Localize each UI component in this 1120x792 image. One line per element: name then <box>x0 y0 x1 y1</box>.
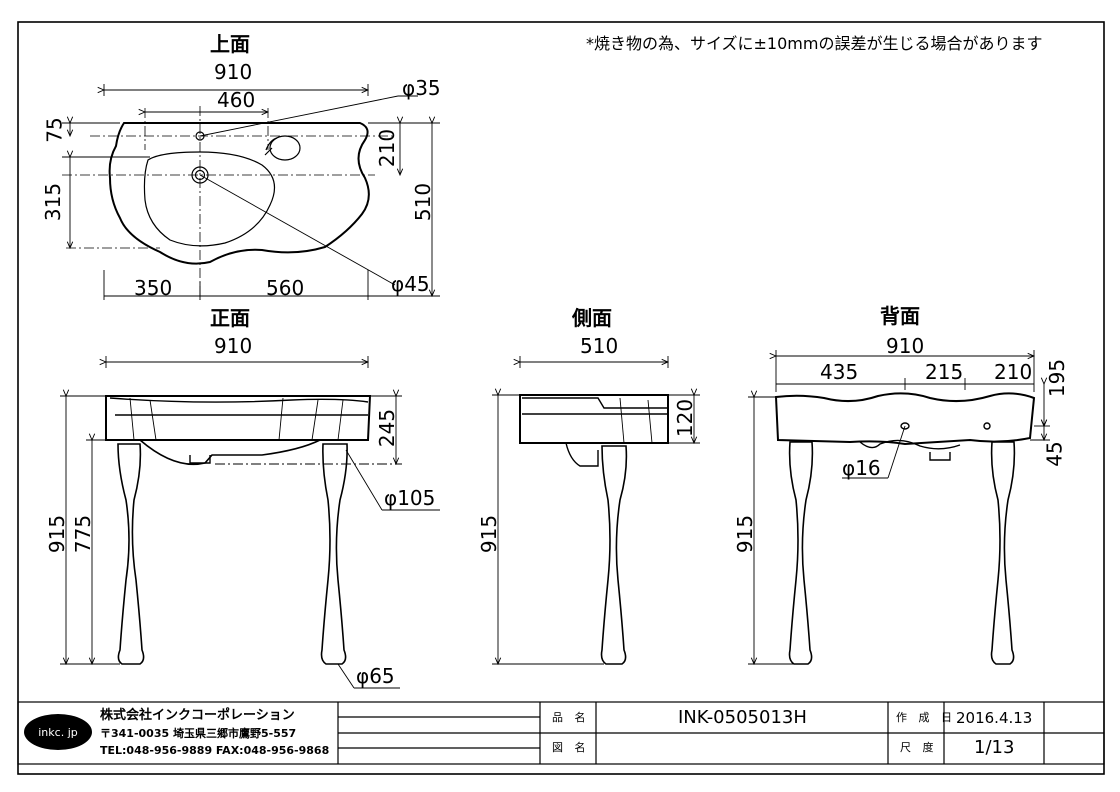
front-view <box>60 356 440 689</box>
back-overall-height: 915 <box>733 514 758 554</box>
top-left-to-drain: 350 <box>134 276 173 300</box>
front-leg-top-dia: φ105 <box>384 486 436 510</box>
side-overall-height: 915 <box>477 514 502 554</box>
front-leg-height: 775 <box>71 514 96 554</box>
top-overall-depth: 510 <box>411 182 436 222</box>
top-view-title: 上面 <box>210 32 250 56</box>
front-overall-height: 915 <box>45 514 70 554</box>
front-leg-foot-dia: φ65 <box>356 664 395 688</box>
back-overall-width: 910 <box>886 334 925 358</box>
top-faucet-to-drain: 315 <box>41 182 66 222</box>
back-top-offset: 195 <box>1045 358 1070 398</box>
date-label: 作 成 日 <box>896 711 956 724</box>
sheet-border <box>17 21 1105 775</box>
date-value: 2016.4.13 <box>956 709 1033 727</box>
title-block <box>17 701 1105 765</box>
company-logo: inkc. jp <box>24 714 92 750</box>
back-left-span: 435 <box>820 360 859 384</box>
top-faucet-span: 460 <box>217 88 256 112</box>
back-view-title: 背面 <box>880 304 920 328</box>
scale-value: 1/13 <box>974 737 1015 758</box>
back-right-span: 210 <box>994 360 1033 384</box>
top-back-to-faucet: 75 <box>42 117 67 143</box>
back-view <box>748 350 1050 664</box>
back-bottom-offset: 45 <box>1042 441 1067 467</box>
drawing-label: 図 名 <box>552 741 590 754</box>
front-view-title: 正面 <box>210 306 250 330</box>
side-rim-height: 120 <box>673 398 698 438</box>
top-drain-hole: φ45 <box>391 272 430 296</box>
tolerance-note: *焼き物の為、サイズに±10mmの誤差が生じる場合があります <box>586 34 1043 53</box>
front-bowl-height: 245 <box>375 408 400 448</box>
top-view <box>62 84 440 300</box>
company-address: 〒341-0035 埼玉県三郷市鷹野5-557 <box>100 727 297 740</box>
front-overall-width: 910 <box>214 334 253 358</box>
top-overall-width: 910 <box>214 60 253 84</box>
back-middle-span: 215 <box>925 360 964 384</box>
side-view <box>492 356 700 664</box>
back-mount-hole: φ16 <box>842 456 881 480</box>
side-view-title: 側面 <box>572 306 612 330</box>
side-overall-depth: 510 <box>580 334 619 358</box>
scale-label: 尺 度 <box>900 741 938 754</box>
company-contact: TEL:048-956-9889 FAX:048-956-9868 <box>100 744 330 757</box>
product-label: 品 名 <box>552 711 590 724</box>
top-faucet-hole: φ35 <box>402 76 441 100</box>
company-name: 株式会社インクコーポレーション <box>100 708 295 723</box>
product-value: INK-0505013H <box>678 707 807 728</box>
top-right-depth: 210 <box>375 128 400 168</box>
top-drain-to-right: 560 <box>266 276 305 300</box>
